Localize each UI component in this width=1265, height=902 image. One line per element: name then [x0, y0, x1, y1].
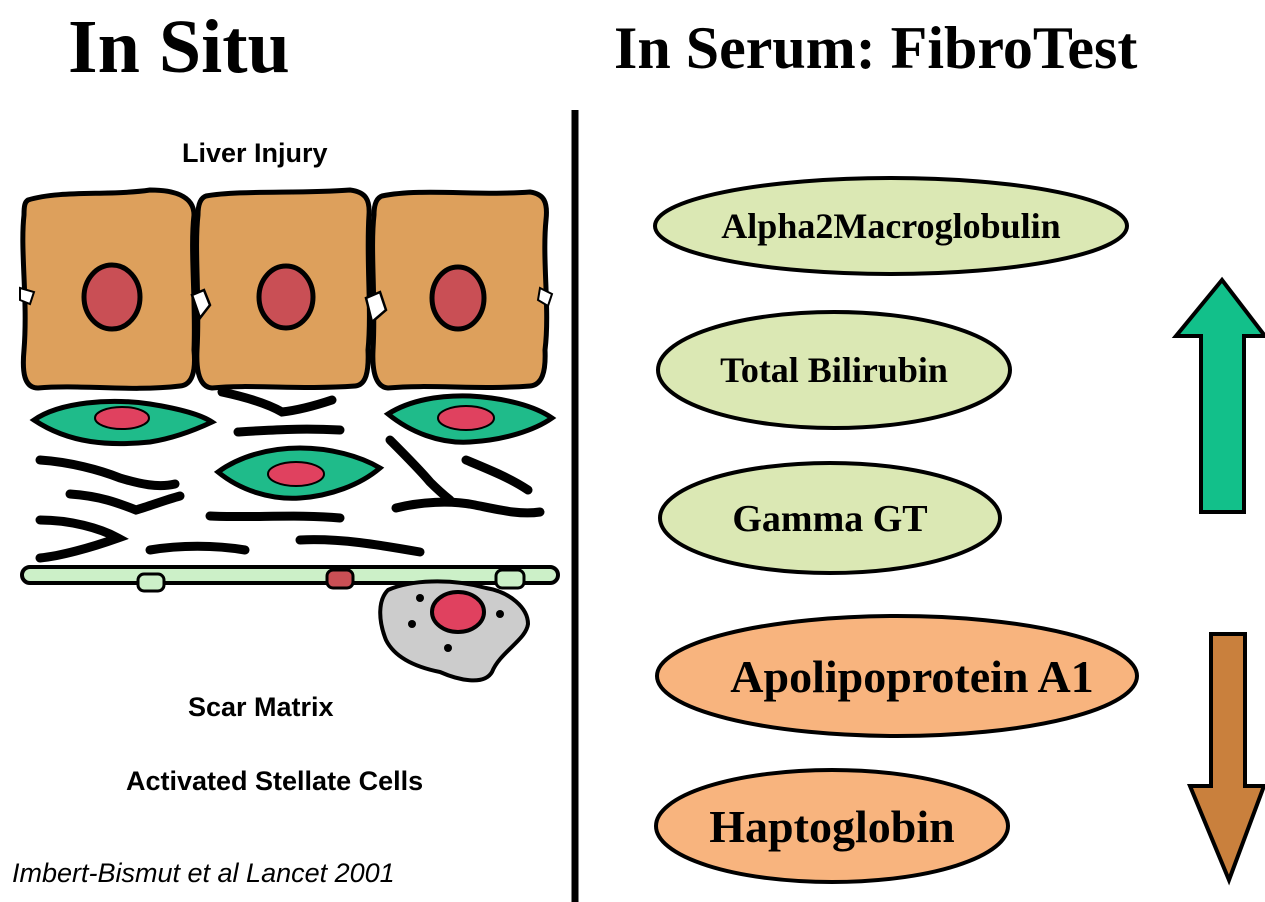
collagen-fiber [238, 429, 340, 432]
stellate-nucleus [268, 462, 324, 486]
membrane-bump [496, 570, 524, 588]
collagen-fiber [150, 546, 245, 550]
membrane-bump [327, 570, 353, 588]
collagen-fiber [300, 540, 420, 552]
collagen-fiber [396, 502, 540, 513]
increased-markers: Alpha2Macroglobulin Total Bilirubin Gamm… [655, 178, 1127, 573]
membrane-bump [138, 574, 164, 591]
stellate-nucleus [438, 406, 494, 430]
collagen-fiber [210, 516, 340, 518]
hepatocyte-nucleus [84, 265, 140, 329]
hepatocyte-nucleus [432, 267, 484, 329]
collagen-fiber [466, 460, 528, 490]
granule [496, 610, 504, 618]
marker-label-gamma-gt: Gamma GT [732, 498, 927, 540]
collagen-fiber [40, 460, 175, 486]
granule [408, 620, 416, 628]
up-arrow-icon [1176, 280, 1265, 512]
collagen-fiber [40, 520, 118, 558]
collagen-fiber [222, 392, 332, 412]
kupffer-nucleus [432, 592, 484, 632]
basement-membrane [22, 567, 558, 583]
granule [444, 644, 452, 652]
hepatocyte-nucleus [259, 266, 313, 328]
marker-label-alpha2macroglobulin: Alpha2Macroglobulin [721, 206, 1060, 246]
hepatocyte-row [20, 190, 552, 388]
decreased-markers: Apolipoprotein A1 Haptoglobin [656, 616, 1137, 882]
marker-label-total-bilirubin: Total Bilirubin [720, 350, 948, 390]
marker-label-haptoglobin: Haptoglobin [709, 801, 954, 852]
down-arrow-icon [1190, 634, 1264, 880]
collagen-fiber [390, 440, 450, 500]
collagen-fiber [70, 494, 180, 510]
stellate-nucleus [95, 407, 149, 429]
marker-label-apolipoprotein-a1: Apolipoprotein A1 [730, 651, 1093, 702]
kupffer-cell [380, 581, 528, 680]
granule [416, 594, 424, 602]
